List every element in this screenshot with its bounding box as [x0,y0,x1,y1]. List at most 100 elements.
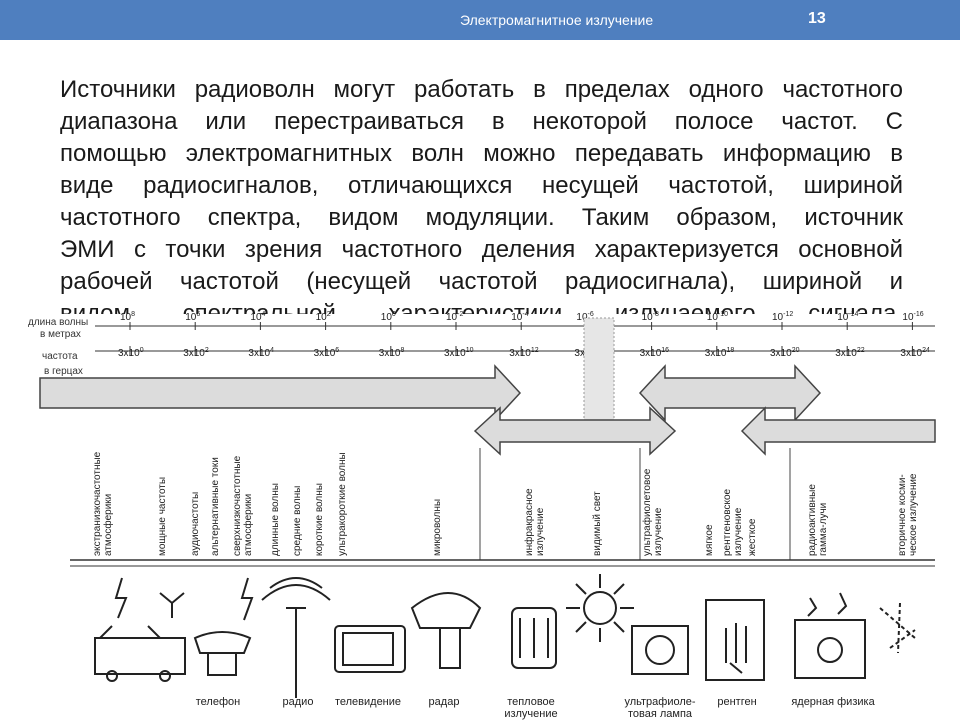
band-label: инфракрасное [523,488,535,556]
frequency-tick-label: 3x1012 [509,347,539,359]
device-label: радар [429,696,460,708]
body-line: рабочей частотой (несущей частотой радио… [60,268,903,295]
optical-band-arrow [473,406,677,456]
body-line: диапазона или перестраиваться в некоторо… [60,108,903,135]
band-label: гамма-лучи [818,503,829,556]
band-label: экстранизкочастотные [92,451,103,556]
radiation-symbol-icon [817,637,843,663]
frequency-tick-label: 3x106 [314,347,340,359]
frequency-tick-label: 3x1024 [900,347,930,359]
wavelength-tick-label: 10-6 [576,311,593,323]
wavelength-tick-label: 10-12 [772,311,793,323]
lightning-icon [240,577,254,621]
body-line: ЭМИ с точки зрения частотного деления ха… [60,236,903,263]
band-label: ческое излучение [908,473,919,556]
wavelength-tick-label: 106 [185,311,200,323]
body-line: частотного спектра, видом модуляции. Так… [60,204,903,231]
band-label: атмосферики [102,494,114,556]
frequency-tick-label: 3x102 [183,347,209,359]
device-label: телевидение [335,696,401,708]
wavelength-tick-label: 10-16 [902,311,923,323]
band-label: ультракороткие волны [337,452,348,556]
band-label: короткие волны [314,483,325,556]
band-label: излучение [653,507,664,556]
television-icon [334,625,406,673]
sun-rays-icon [566,574,634,642]
band-label: рентгеновское [722,488,733,556]
band-label: вторичное косми- [897,474,908,556]
tv-screen-icon [342,632,394,666]
band-label: мягкое [704,524,715,556]
frequency-tick-label: 3x1022 [835,347,865,359]
body-paragraph: Источники радиоволн могут работать в пре… [60,74,903,314]
frequency-tick-label: 3x1016 [640,347,670,359]
train-icon [94,637,186,675]
frequency-tick-label: 3x1020 [770,347,800,359]
body-line: Источники радиоволн могут работать в пре… [60,76,903,103]
cosmic-rays-icon [879,602,916,654]
wavelength-axis-label: в метрах [40,329,81,340]
radio-waves-icon [261,577,331,601]
device-label: излучение [504,708,557,720]
device-labels: телефон радио телевидение радар тепловоеизлу… [196,696,876,720]
radar-dish-icon [410,592,482,629]
frequency-axis-label: частота [42,351,78,362]
band-label: видимый свет [592,491,603,556]
em-spectrum-diagram: длина волны в метрах частота в герцах 10… [0,308,960,720]
wavelength-tick-label: 10-2 [446,311,463,323]
wavelength-tick-label: 102 [316,311,331,323]
radio-antenna-icon [286,607,306,698]
frequency-axis-label: в герцах [44,366,83,377]
band-label: ультрафиолетовое [641,468,653,556]
wheel-icon [159,670,171,682]
wavelength-tick-label: 104 [250,311,265,323]
page-number: 13 [808,10,826,27]
body-line: виде радиосигналов, отличающихся несущей… [60,172,903,199]
device-pictograms [94,574,916,698]
wavelength-tick-label: 10-10 [707,311,728,323]
band-label: средние волны [292,486,303,556]
hand-bones-icon [725,623,747,674]
body-line: помощью электромагнитных волн можно пере… [60,140,903,167]
radio-band-arrow [39,364,522,422]
device-label: рентген [717,696,756,708]
wavelength-tick-label: 100 [381,311,396,323]
frequency-tick-label: 3x1010 [444,347,474,359]
telephone-icon [193,631,252,654]
radiation-rays-icon [807,592,848,617]
atmospherics-icon [159,592,185,618]
band-label: длинные волны [270,483,281,556]
band-label: сверхнизкочастотные [232,455,243,556]
body-line: видом спектральной характеристики излуча… [60,300,903,314]
band-label: атмосферики [242,494,254,556]
device-label: тепловое [507,696,555,708]
wavelength-tick-label: 10-8 [642,311,659,323]
device-label: ядерная физика [791,696,875,708]
band-label: излучение [733,507,744,556]
band-label: альтернативные токи [210,457,221,556]
band-label: радиоактивные [807,484,818,556]
device-label: телефон [196,696,240,708]
band-label: жесткое [747,518,758,556]
header-bar: Электромагнитное излучение 13 [0,0,960,40]
uv-lamp-bulb-icon [645,635,675,665]
xray-band-arrow [638,364,822,422]
sun-icon [583,591,617,625]
frequency-tick-label: 3x100 [118,347,144,359]
frequency-tick-label: 3x104 [248,347,274,359]
wavelength-tick-label: 10-4 [511,311,528,323]
wavelength-ticks: 108 106 104 102 100 10-2 10-4 10-6 10-8 10-10 10-1… [120,311,924,330]
spectrum-svg: длина волны в метрах частота в герцах 10… [28,311,936,720]
frequency-tick-label: 3x1018 [705,347,735,359]
heater-fins-icon [519,618,549,658]
wheel-icon [106,670,118,682]
device-label: товая лампа [628,708,693,720]
lightning-icon [114,577,128,619]
band-label: излучение [535,507,546,556]
wavelength-tick-label: 108 [120,311,135,323]
device-label: радио [283,696,314,708]
telephone-base-icon [207,652,237,676]
radioactive-source-icon [794,619,866,679]
